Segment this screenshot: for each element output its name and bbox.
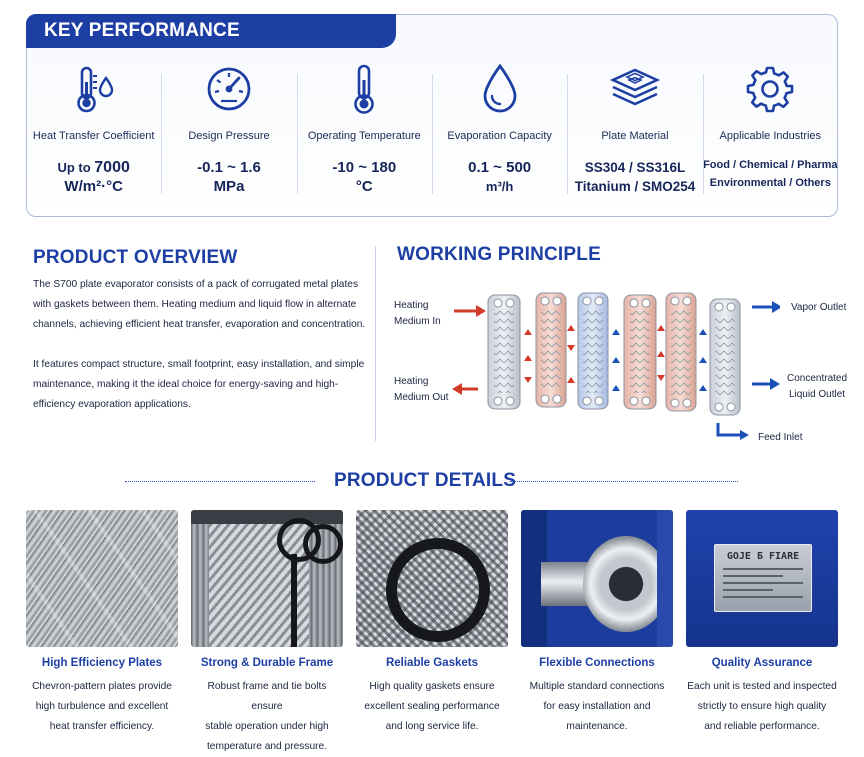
section-divider [375, 246, 376, 441]
plate-stack-icon [609, 68, 661, 106]
thermometer-droplet-icon [76, 66, 113, 113]
kp-value: Food / Chemical / Pharma Environmental /… [703, 159, 838, 189]
overview-paragraph-1: The S700 plate evaporator consists of a … [33, 279, 366, 330]
frame-image [191, 510, 343, 647]
detail-card-title: Flexible Connections [539, 657, 655, 669]
detail-card-connections: Flexible Connections Multiple standard c… [521, 510, 673, 737]
kp-value: SS304 / SS316L Titanium / SMO254 [574, 160, 696, 194]
kp-label: Heat Transfer Coefficient [32, 130, 155, 142]
nameplate-image: GOJE Б FIARE [686, 510, 838, 647]
kp-value: 0.1 ~ 500 m³/h [468, 159, 532, 194]
kp-item-design-pressure: Design Pressure -0.1 ~ 1.6 MPa [161, 60, 296, 210]
hot-flow-arrows [524, 325, 665, 383]
plate-2 [535, 292, 567, 408]
feed-inlet-arrow [716, 423, 742, 437]
key-performance-title: KEY PERFORMANCE [26, 14, 396, 48]
working-principle-diagram [452, 292, 780, 440]
kp-item-applicable-industries: Applicable Industries Food / Chemical / … [702, 60, 838, 210]
details-title-line-right [510, 481, 738, 482]
kp-item-heat-transfer: Heat Transfer Coefficient Up to 7000 W/m… [26, 60, 161, 210]
overview-paragraph-2: It features compact structure, small foo… [33, 359, 365, 410]
plate-5 [665, 292, 697, 412]
details-title-line-left [125, 481, 315, 482]
plate-3 [577, 292, 609, 410]
kp-label: Plate Material [601, 130, 669, 142]
plates-image [26, 510, 178, 647]
detail-card-title: Quality Assurance [711, 657, 813, 669]
kp-label: Applicable Industries [719, 130, 822, 142]
kp-label: Operating Temperature [307, 130, 421, 142]
nameplate: GOJE Б FIARE [714, 544, 812, 612]
details-title: PRODUCT DETAILS [334, 470, 517, 491]
detail-card-frame: Strong & Durable Frame Robust frame and … [191, 510, 343, 757]
kp-value: -0.1 ~ 1.6 MPa [197, 159, 261, 195]
feed-inlet-label: Feed Inlet [758, 432, 803, 443]
kp-value: -10 ~ 180 °C [332, 159, 397, 195]
detail-card-title: High Efficiency Plates [41, 657, 163, 669]
kp-item-plate-material: Plate Material SS304 / SS316L Titanium /… [567, 60, 702, 210]
thermometer-icon [354, 64, 375, 114]
detail-card-plates: High Efficiency Plates Chevron-pattern p… [26, 510, 178, 737]
detail-card-title: Reliable Gaskets [385, 657, 479, 669]
gear-icon [746, 66, 794, 113]
vapor-outlet-label: Vapor Outlet [791, 302, 847, 313]
kp-item-evaporation-capacity: Evaporation Capacity 0.1 ~ 500 m³/h [431, 60, 567, 210]
gaskets-image [356, 510, 508, 647]
kp-value: Up to 7000 W/m²·°C [57, 159, 130, 195]
detail-card-title: Strong & Durable Frame [200, 657, 334, 669]
kp-label: Design Pressure [188, 130, 270, 142]
plate-4 [623, 294, 657, 410]
detail-card-quality: GOJE Б FIARE Quality Assurance Each unit… [686, 510, 838, 737]
working-principle-title: WORKING PRINCIPLE [397, 244, 601, 265]
detail-card-gaskets: Reliable Gaskets High quality gaskets en… [356, 510, 508, 737]
pressure-gauge-icon [207, 67, 251, 111]
connections-image [521, 510, 673, 647]
overview-title: PRODUCT OVERVIEW [33, 247, 238, 268]
water-drop-icon [483, 63, 517, 113]
plate-1 [487, 294, 521, 410]
cold-flow-arrows [612, 329, 707, 391]
plate-6 [709, 298, 741, 416]
key-performance-row: Heat Transfer Coefficient Up to 7000 W/m… [26, 60, 838, 210]
kp-item-operating-temperature: Operating Temperature -10 ~ 180 °C [296, 60, 432, 210]
kp-label: Evaporation Capacity [447, 130, 552, 142]
